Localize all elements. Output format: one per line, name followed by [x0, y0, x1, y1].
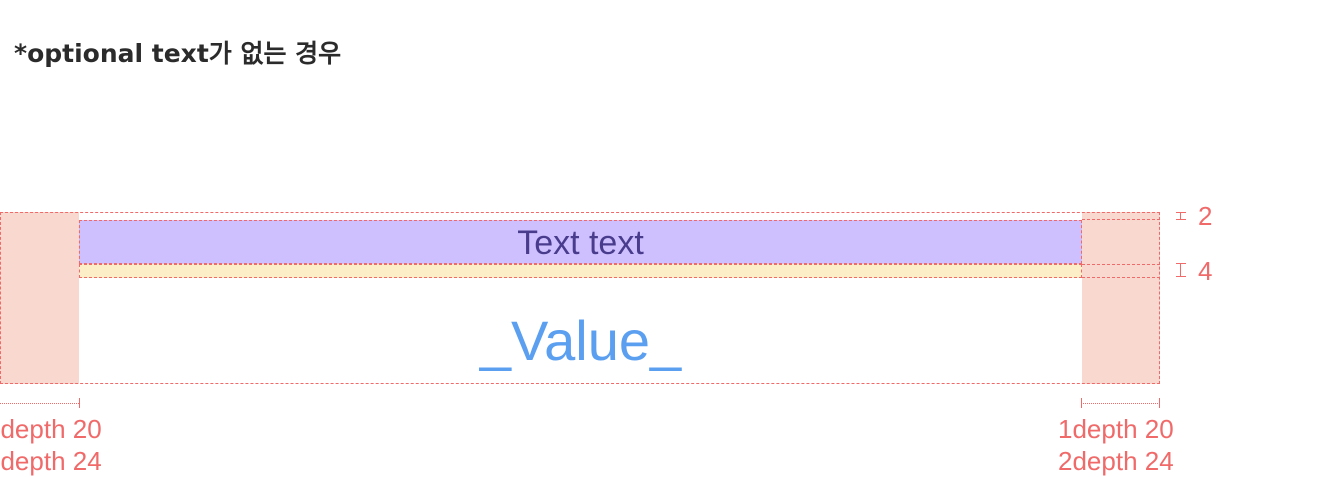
top-padding-marker-icon: [1176, 212, 1186, 220]
gap-label: 4: [1198, 256, 1213, 286]
left-padding-area: [0, 212, 79, 384]
right-padding-area: [1081, 212, 1160, 384]
guide-line-gap-top: [1082, 264, 1160, 265]
left-margin-depth1-label: 1depth 20: [0, 414, 102, 444]
gap-marker-icon: [1176, 263, 1186, 277]
right-margin-ruler: [1081, 403, 1160, 404]
left-margin-ruler: [0, 403, 79, 404]
top-padding-label: 2: [1198, 201, 1213, 231]
right-margin-depth2-label: 2depth 24: [1058, 446, 1174, 476]
right-margin-ruler-tick-end: [1159, 398, 1160, 408]
list-item-outline: [0, 212, 1160, 384]
gap-band: [79, 264, 1082, 278]
title-text: Text text: [517, 223, 644, 262]
guide-line-title-top: [1082, 219, 1160, 220]
top-padding-band: [79, 212, 1082, 220]
left-margin-ruler-tick: [79, 398, 80, 408]
guide-line-gap-bottom: [1082, 277, 1160, 278]
left-margin-depth2-label: 2depth 24: [0, 446, 102, 476]
value-band: [79, 278, 1082, 384]
page-title: *optional text가 없는 경우: [14, 39, 342, 68]
title-text-band: [79, 220, 1082, 264]
right-margin-depth1-label: 1depth 20: [1058, 414, 1174, 444]
value-text: _Value_: [479, 308, 682, 372]
